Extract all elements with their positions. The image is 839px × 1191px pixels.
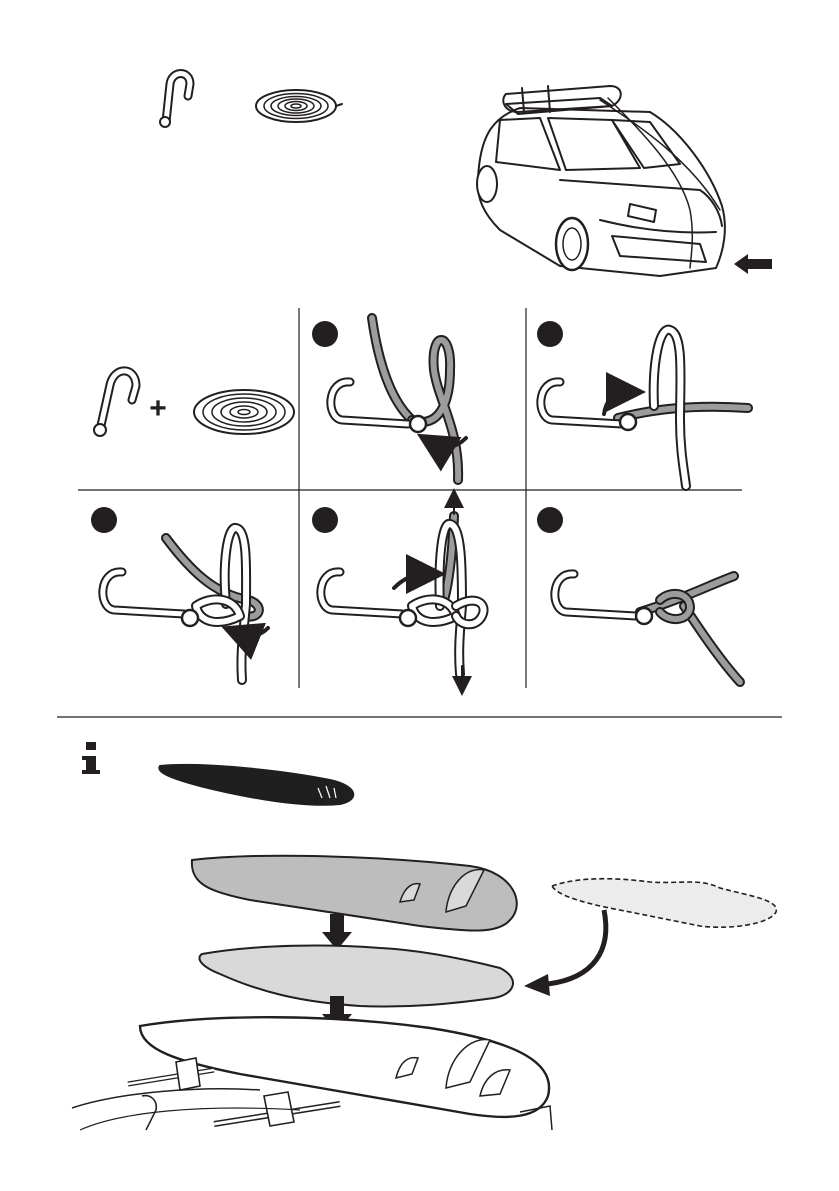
step-5-badge xyxy=(537,507,563,533)
s-hook-icon xyxy=(94,371,136,436)
car-with-board-illustration xyxy=(477,86,725,276)
s-hook-icon xyxy=(160,74,190,128)
step-4-badge xyxy=(312,507,338,533)
step-2-badge xyxy=(537,321,563,347)
rope-coil-icon xyxy=(256,90,342,122)
dark-surfboard-illustration xyxy=(159,765,353,805)
pad-outline-dashed xyxy=(552,879,776,928)
foam-pad-layer xyxy=(199,946,513,1007)
rope-coil-icon xyxy=(194,390,294,434)
direction-arrow-icon xyxy=(734,254,772,274)
knot-step-4 xyxy=(312,498,484,686)
plus-sign: + xyxy=(149,392,167,425)
knot-step-3 xyxy=(91,507,268,680)
knot-step-5 xyxy=(537,507,740,682)
knot-step-2 xyxy=(537,321,748,486)
materials-cell: + xyxy=(94,371,294,436)
step-3-badge xyxy=(91,507,117,533)
info-icon xyxy=(82,742,100,774)
bottom-board-layer xyxy=(140,1017,549,1117)
step-1-badge xyxy=(312,321,338,347)
top-board-layer xyxy=(192,856,517,931)
knot-steps-grid xyxy=(78,308,742,688)
curved-arrow-icon xyxy=(524,910,606,996)
knot-step-1 xyxy=(312,318,466,480)
